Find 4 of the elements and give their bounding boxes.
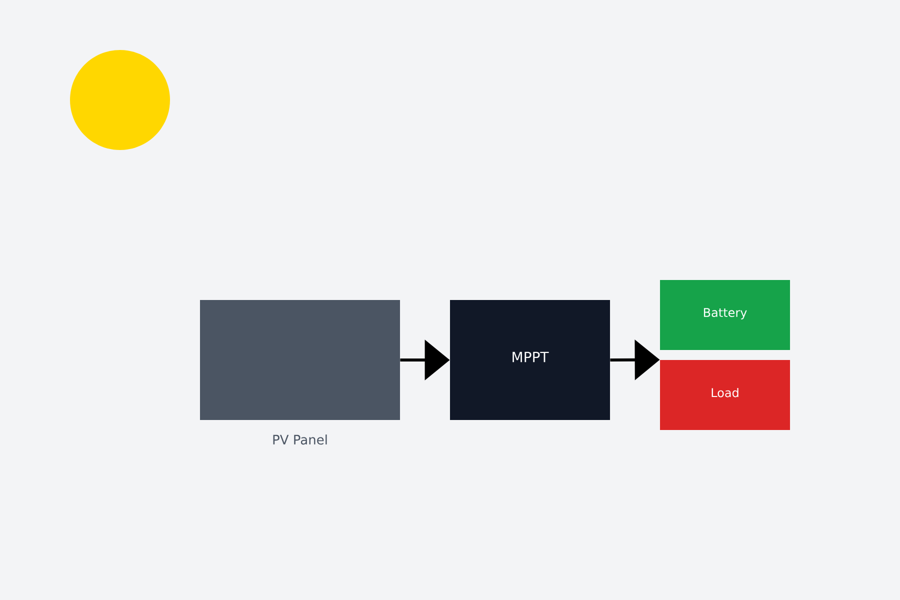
block-box: Battery: [660, 280, 790, 350]
block-box: Load: [660, 360, 790, 430]
panel-label: PV Panel: [273, 434, 327, 445]
block-box: MPPT: [450, 300, 610, 420]
